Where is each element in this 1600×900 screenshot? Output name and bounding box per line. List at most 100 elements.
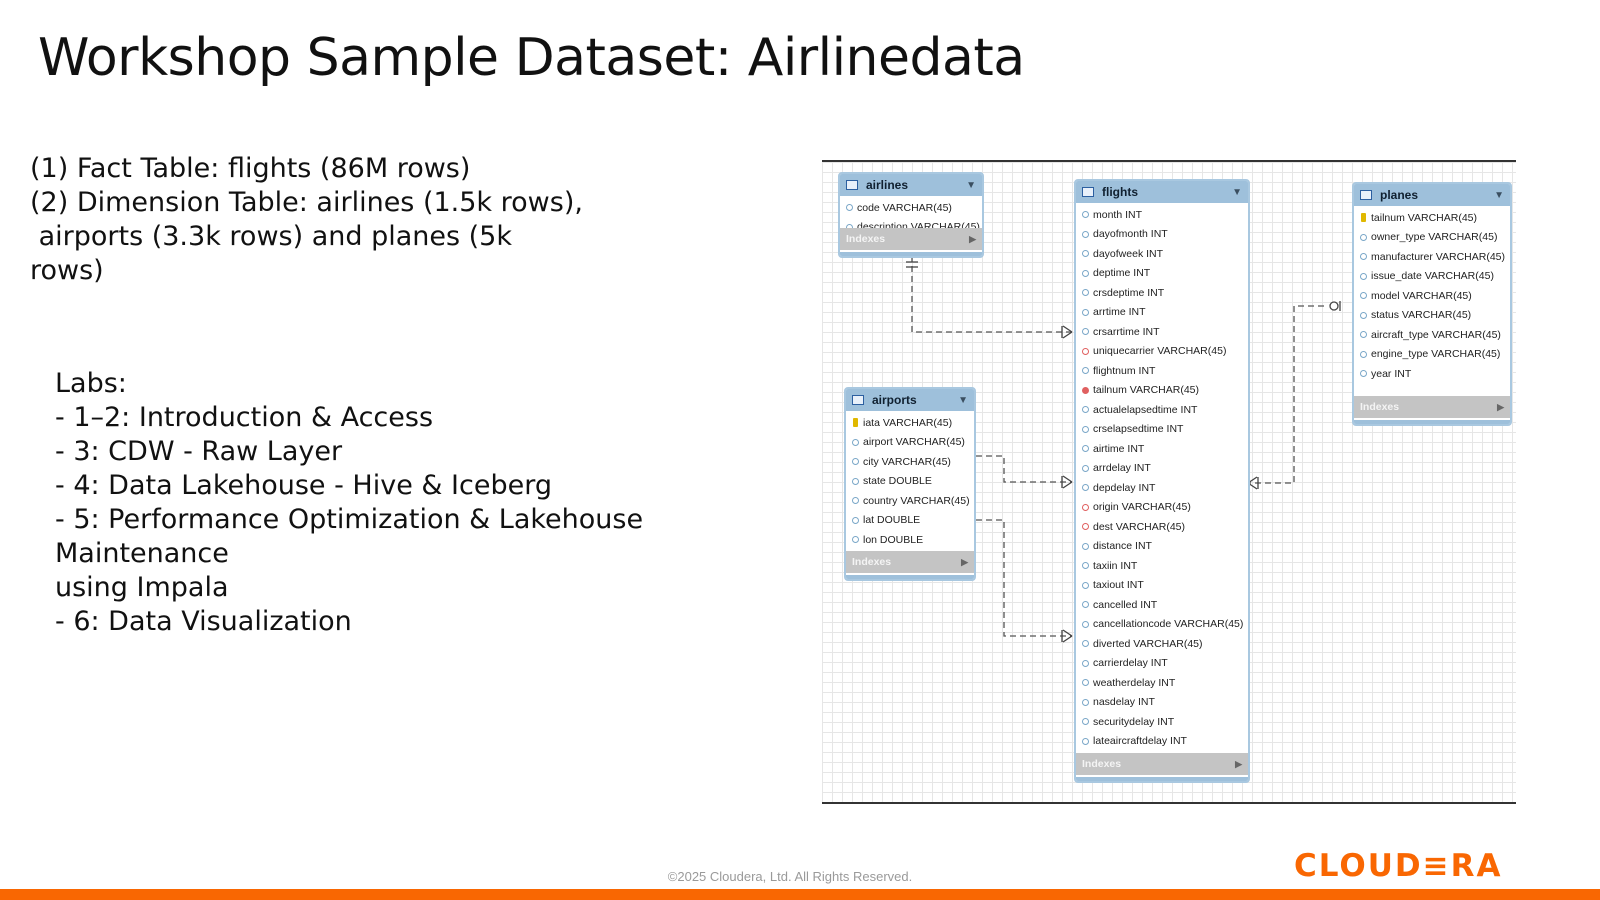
column-row: issue_date VARCHAR(45)	[1354, 267, 1510, 287]
column-icon	[1082, 640, 1089, 648]
column-row: status VARCHAR(45)	[1354, 306, 1510, 326]
column-row: model VARCHAR(45)	[1354, 286, 1510, 306]
chevron-down-icon[interactable]: ▼	[966, 179, 976, 191]
foreign-key-icon	[1082, 386, 1089, 394]
key-icon	[1361, 213, 1366, 223]
relation-airports-dest	[956, 519, 1072, 637]
column-row: tailnum VARCHAR(45)	[1354, 208, 1510, 228]
column-icon	[1082, 464, 1089, 472]
table-planes[interactable]: planes ▼ tailnum VARCHAR(45) owner_type …	[1352, 182, 1512, 426]
table-icon	[852, 395, 864, 405]
column-row: lon DOUBLE	[846, 530, 974, 550]
column-icon	[1082, 679, 1089, 687]
column-row: month INT	[1076, 205, 1248, 225]
column-row: airtime INT	[1076, 439, 1248, 459]
column-icon	[1082, 601, 1089, 609]
table-name: airports	[872, 393, 917, 407]
labs-list: Labs: - 1–2: Introduction & Access - 3: …	[55, 367, 695, 639]
relation-planes-flights	[1248, 305, 1324, 484]
column-row: origin VARCHAR(45)	[1076, 498, 1248, 518]
column-icon	[1082, 230, 1089, 238]
play-icon: ▶	[1497, 401, 1504, 412]
fact-line: (2) Dimension Table: airlines (1.5k rows…	[30, 187, 583, 218]
column-row: weatherdelay INT	[1076, 673, 1248, 693]
dataset-facts: (1) Fact Table: flights (86M rows) (2) D…	[30, 152, 590, 288]
column-icon	[852, 516, 859, 524]
table-icon	[846, 180, 858, 190]
column-row: crsdeptime INT	[1076, 283, 1248, 303]
column-row: iata VARCHAR(45)	[846, 413, 974, 433]
column-row: securitydelay INT	[1076, 712, 1248, 732]
slide-title: Workshop Sample Dataset: Airlinedata	[38, 28, 1025, 88]
column-row: uniquecarrier VARCHAR(45)	[1076, 342, 1248, 362]
relation-airports-origin	[956, 455, 1072, 483]
column-icon	[1360, 253, 1367, 261]
column-row: crsarrtime INT	[1076, 322, 1248, 342]
table-name: planes	[1380, 188, 1419, 202]
column-row: lateaircraftdelay INT	[1076, 732, 1248, 752]
column-row: taxiout INT	[1076, 576, 1248, 596]
chevron-down-icon[interactable]: ▼	[958, 394, 968, 406]
chevron-down-icon[interactable]: ▼	[1494, 189, 1504, 201]
column-icon	[1360, 350, 1367, 358]
fact-line: (1) Fact Table: flights (86M rows)	[30, 153, 471, 184]
column-row: year INT	[1354, 364, 1510, 384]
foreign-key-icon	[1082, 347, 1089, 355]
column-row: diverted VARCHAR(45)	[1076, 634, 1248, 654]
column-icon	[1082, 367, 1089, 375]
table-airlines[interactable]: airlines ▼ code VARCHAR(45) description …	[838, 172, 984, 258]
foreign-key-icon	[1082, 523, 1089, 531]
table-name: airlines	[866, 178, 909, 192]
fact-line: airports (3.3k rows) and planes (5k	[30, 221, 512, 252]
er-diagram: airlines ▼ code VARCHAR(45) description …	[822, 160, 1516, 804]
column-icon	[846, 204, 853, 212]
table-header: airports ▼	[846, 389, 974, 411]
table-icon	[1082, 187, 1094, 197]
relation-airlines-flights	[911, 256, 1072, 333]
table-name: flights	[1102, 185, 1138, 199]
table-footer	[1076, 777, 1248, 781]
copyright-notice: ©2025 Cloudera, Ltd. All Rights Reserved…	[667, 869, 913, 884]
column-icon	[1082, 250, 1089, 258]
column-icon	[1082, 718, 1089, 726]
column-row: code VARCHAR(45)	[840, 198, 982, 218]
indexes-bar[interactable]: Indexes▶	[840, 228, 982, 250]
column-row: country VARCHAR(45)	[846, 491, 974, 511]
column-icon	[852, 458, 859, 466]
column-row: engine_type VARCHAR(45)	[1354, 345, 1510, 365]
column-icon	[1082, 581, 1089, 589]
indexes-bar[interactable]: Indexes▶	[846, 551, 974, 573]
labs-line: using Impala	[55, 572, 229, 603]
column-row: crselapsedtime INT	[1076, 420, 1248, 440]
table-header: planes ▼	[1354, 184, 1510, 206]
labs-line: - 4: Data Lakehouse - Hive & Iceberg	[55, 470, 552, 501]
table-airports[interactable]: airports ▼ iata VARCHAR(45) airport VARC…	[844, 387, 976, 581]
column-icon	[1082, 406, 1089, 414]
column-row: city VARCHAR(45)	[846, 452, 974, 472]
column-icon	[1082, 698, 1089, 706]
labs-line: - 5: Performance Optimization & Lakehous…	[55, 504, 644, 535]
column-icon	[1360, 370, 1367, 378]
column-icon	[1082, 445, 1089, 453]
table-icon	[1360, 190, 1372, 200]
table-header: airlines ▼	[840, 174, 982, 196]
column-icon	[1082, 484, 1089, 492]
table-footer	[1354, 420, 1510, 424]
column-icon	[1360, 311, 1367, 319]
column-row: dest VARCHAR(45)	[1076, 517, 1248, 537]
column-row: depdelay INT	[1076, 478, 1248, 498]
table-flights[interactable]: flights ▼ month INT dayofmonth INT dayof…	[1074, 179, 1250, 783]
column-row: arrtime INT	[1076, 303, 1248, 323]
chevron-down-icon[interactable]: ▼	[1232, 186, 1242, 198]
play-icon: ▶	[1235, 758, 1242, 769]
play-icon: ▶	[961, 556, 968, 567]
key-icon	[853, 418, 858, 428]
indexes-bar[interactable]: Indexes▶	[1354, 396, 1510, 418]
indexes-bar[interactable]: Indexes▶	[1076, 753, 1248, 775]
column-icon	[1082, 542, 1089, 550]
labs-line: Labs:	[55, 368, 127, 399]
column-row: distance INT	[1076, 537, 1248, 557]
cloudera-logo: CLOUD≡RA	[1294, 848, 1503, 884]
column-row: arrdelay INT	[1076, 459, 1248, 479]
column-icon	[1082, 269, 1089, 277]
